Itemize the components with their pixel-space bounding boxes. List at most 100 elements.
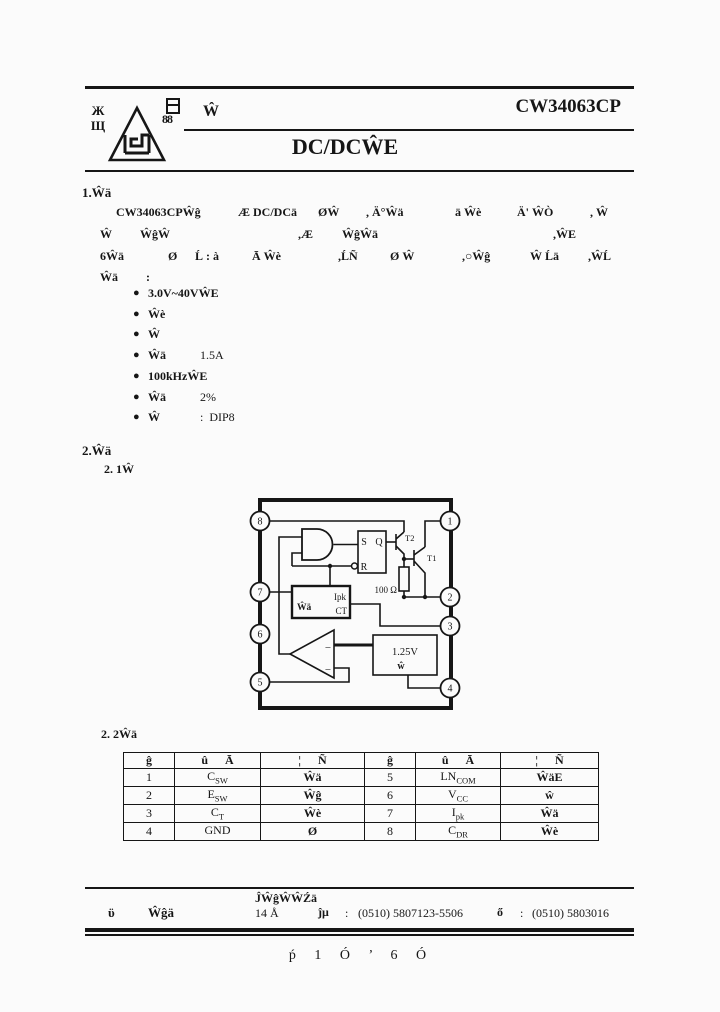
pin-1: 1 bbox=[439, 510, 461, 532]
ff-q-label: Q bbox=[375, 537, 383, 548]
para-token: : bbox=[146, 270, 150, 284]
pin-symbol: Ipk bbox=[415, 804, 501, 823]
company-name: ĴŴĝŴŴŹä bbox=[255, 891, 318, 905]
footer-tel-number: (0510) 5807123-5506 bbox=[358, 906, 463, 920]
col-header-function: ¦ Ñ bbox=[260, 752, 365, 769]
pin-symbol: GND bbox=[174, 822, 261, 841]
ff-r-label: R bbox=[361, 562, 368, 573]
company-logo: Ж Щ 88 bbox=[88, 94, 188, 166]
pin-number: 3 bbox=[123, 804, 175, 823]
para-token: Ø bbox=[168, 249, 178, 263]
section2-1-heading: 2. 1Ŵ bbox=[104, 462, 134, 476]
and-gate bbox=[301, 528, 334, 561]
pin-function: Ŵè bbox=[500, 822, 599, 841]
svg-text:8: 8 bbox=[258, 517, 263, 528]
doc-mark: Ŵ bbox=[203, 103, 219, 120]
feature-bullet: ● Ŵ : DIP8 bbox=[0, 410, 560, 426]
pin-symbol: ESW bbox=[174, 786, 261, 805]
flipflop: S Q R bbox=[350, 530, 387, 574]
col-header-pin: ĝ bbox=[123, 752, 175, 769]
pin-2: 2 bbox=[439, 586, 461, 608]
feature-bullet: ● 3.0V~40VŴE bbox=[0, 286, 560, 302]
bullet-label: Ŵä bbox=[148, 348, 166, 362]
svg-text:7: 7 bbox=[258, 588, 263, 599]
logo-left-char-top: Ж bbox=[91, 103, 105, 118]
pin-function: Ŵè bbox=[260, 804, 365, 823]
para-token: CW34063CPŴĝ bbox=[116, 205, 201, 219]
table-row: 2 ESW Ŵĝ 6 VCC ŵ bbox=[123, 786, 599, 805]
pin-symbol: LNCOM bbox=[415, 768, 501, 787]
oscillator-block: Ŵä Ipk CT bbox=[290, 584, 352, 620]
block-diagram: S Q R T2 T1 100 Ω Ŵä Ipk CT − − 1.25V ŵ … bbox=[249, 498, 461, 710]
reference-value: 1.25V bbox=[392, 647, 418, 658]
para-token: Ä' ŴÒ bbox=[517, 205, 554, 219]
pin-symbol: CT bbox=[174, 804, 261, 823]
reference-label: ŵ bbox=[397, 661, 405, 672]
bullet-dot-icon: ● bbox=[133, 391, 140, 403]
pin-3: 3 bbox=[439, 615, 461, 637]
comparator-minus-top: − bbox=[325, 642, 331, 654]
feature-bullet: ● 100kHzŴE bbox=[0, 369, 560, 385]
col-header-pin: ĝ bbox=[364, 752, 416, 769]
paragraph-line-2: Ŵ ŴĝŴ ,Æ ŴĝŴä ,ŴE bbox=[0, 227, 720, 242]
para-token: Ŵ bbox=[100, 227, 112, 241]
para-token: ,ŴĹ bbox=[588, 249, 612, 263]
col-header-function: ¦ Ñ bbox=[500, 752, 599, 769]
bullet-label: Ŵä bbox=[148, 390, 166, 404]
resistor-100ohm bbox=[398, 566, 410, 592]
bullet-value: 1.5A bbox=[200, 348, 224, 362]
col-header-symbol: û Ā bbox=[415, 752, 501, 769]
para-token: ,○Ŵĝ bbox=[462, 249, 491, 263]
pin-function: Ŵä bbox=[500, 804, 599, 823]
pin-symbol: CSW bbox=[174, 768, 261, 787]
pin-6: 6 bbox=[249, 623, 271, 645]
bullet-value: 2% bbox=[200, 390, 216, 404]
feature-bullet: ● Ŵ bbox=[0, 327, 560, 343]
header-bottom-rule bbox=[85, 170, 634, 172]
para-token: 6Ŵä bbox=[100, 249, 124, 263]
footer-mark-left: ϋ bbox=[108, 905, 115, 920]
footer-dept: 14 Å bbox=[255, 906, 279, 920]
footer-fax-colon: : bbox=[520, 906, 524, 920]
comparator-minus-bottom: − bbox=[325, 664, 331, 676]
paragraph-line-1: CW34063CPŴĝ Æ DC/DCä ØŴ , Ä°Ŵä ä Ŵè Ä' Ŵ… bbox=[0, 205, 720, 220]
para-token: , Ä°Ŵä bbox=[366, 205, 404, 219]
pin-number: 8 bbox=[364, 822, 416, 841]
reference-block: 1.25V ŵ bbox=[372, 634, 438, 676]
pin-symbol: VCC bbox=[415, 786, 501, 805]
pin-8: 8 bbox=[249, 510, 271, 532]
section2-2-heading: 2. 2Ŵä bbox=[101, 727, 137, 741]
bullet-value: : DIP8 bbox=[200, 410, 235, 424]
table-row: 4 GND Ø 8 CDR Ŵè bbox=[123, 822, 599, 841]
logo-right-box-icon bbox=[166, 98, 180, 114]
pin-function: ŵ bbox=[500, 786, 599, 805]
part-number: CW34063CP bbox=[515, 96, 621, 117]
osc-ct-label: CT bbox=[335, 606, 347, 616]
para-token: ,ŴE bbox=[553, 227, 577, 241]
para-token: Ĺ : à bbox=[195, 249, 219, 263]
osc-ipk-label: Ipk bbox=[334, 592, 346, 602]
para-token: ä Ŵè bbox=[455, 205, 482, 219]
t1-label: T1 bbox=[427, 553, 436, 563]
pin-function: ŴäE bbox=[500, 768, 599, 787]
pin-7: 7 bbox=[249, 581, 271, 603]
paragraph-line-4: Ŵä : bbox=[0, 270, 720, 285]
feature-bullet: ● Ŵä 2% bbox=[0, 390, 560, 406]
section1-heading: 1.Ŵä bbox=[82, 185, 112, 200]
junction-dots bbox=[327, 556, 428, 600]
para-token: , Ŵ bbox=[590, 205, 608, 219]
bullet-dot-icon: ● bbox=[133, 328, 140, 340]
ff-s-label: S bbox=[361, 537, 367, 548]
pin-number: 2 bbox=[123, 786, 175, 805]
page-title: DC/DCŴE bbox=[291, 134, 399, 159]
pin-4: 4 bbox=[439, 677, 461, 699]
footer-tel-label: ĵμ bbox=[318, 905, 329, 919]
pin-circles: 8 7 6 5 1 2 3 4 bbox=[249, 510, 461, 699]
para-token: Ā Ŵè bbox=[252, 249, 281, 263]
para-token: ØŴ bbox=[318, 205, 340, 219]
bullet-dot-icon: ● bbox=[133, 287, 140, 299]
footer-tel-colon: : bbox=[345, 906, 349, 920]
bullet-label: 3.0V~40VŴE bbox=[148, 286, 219, 300]
paragraph-line-3: 6Ŵä Ø Ĺ : à Ā Ŵè ,ĹÑ Ø Ŵ ,○Ŵĝ Ŵ Ĺä ,ŴĹ bbox=[0, 249, 720, 264]
